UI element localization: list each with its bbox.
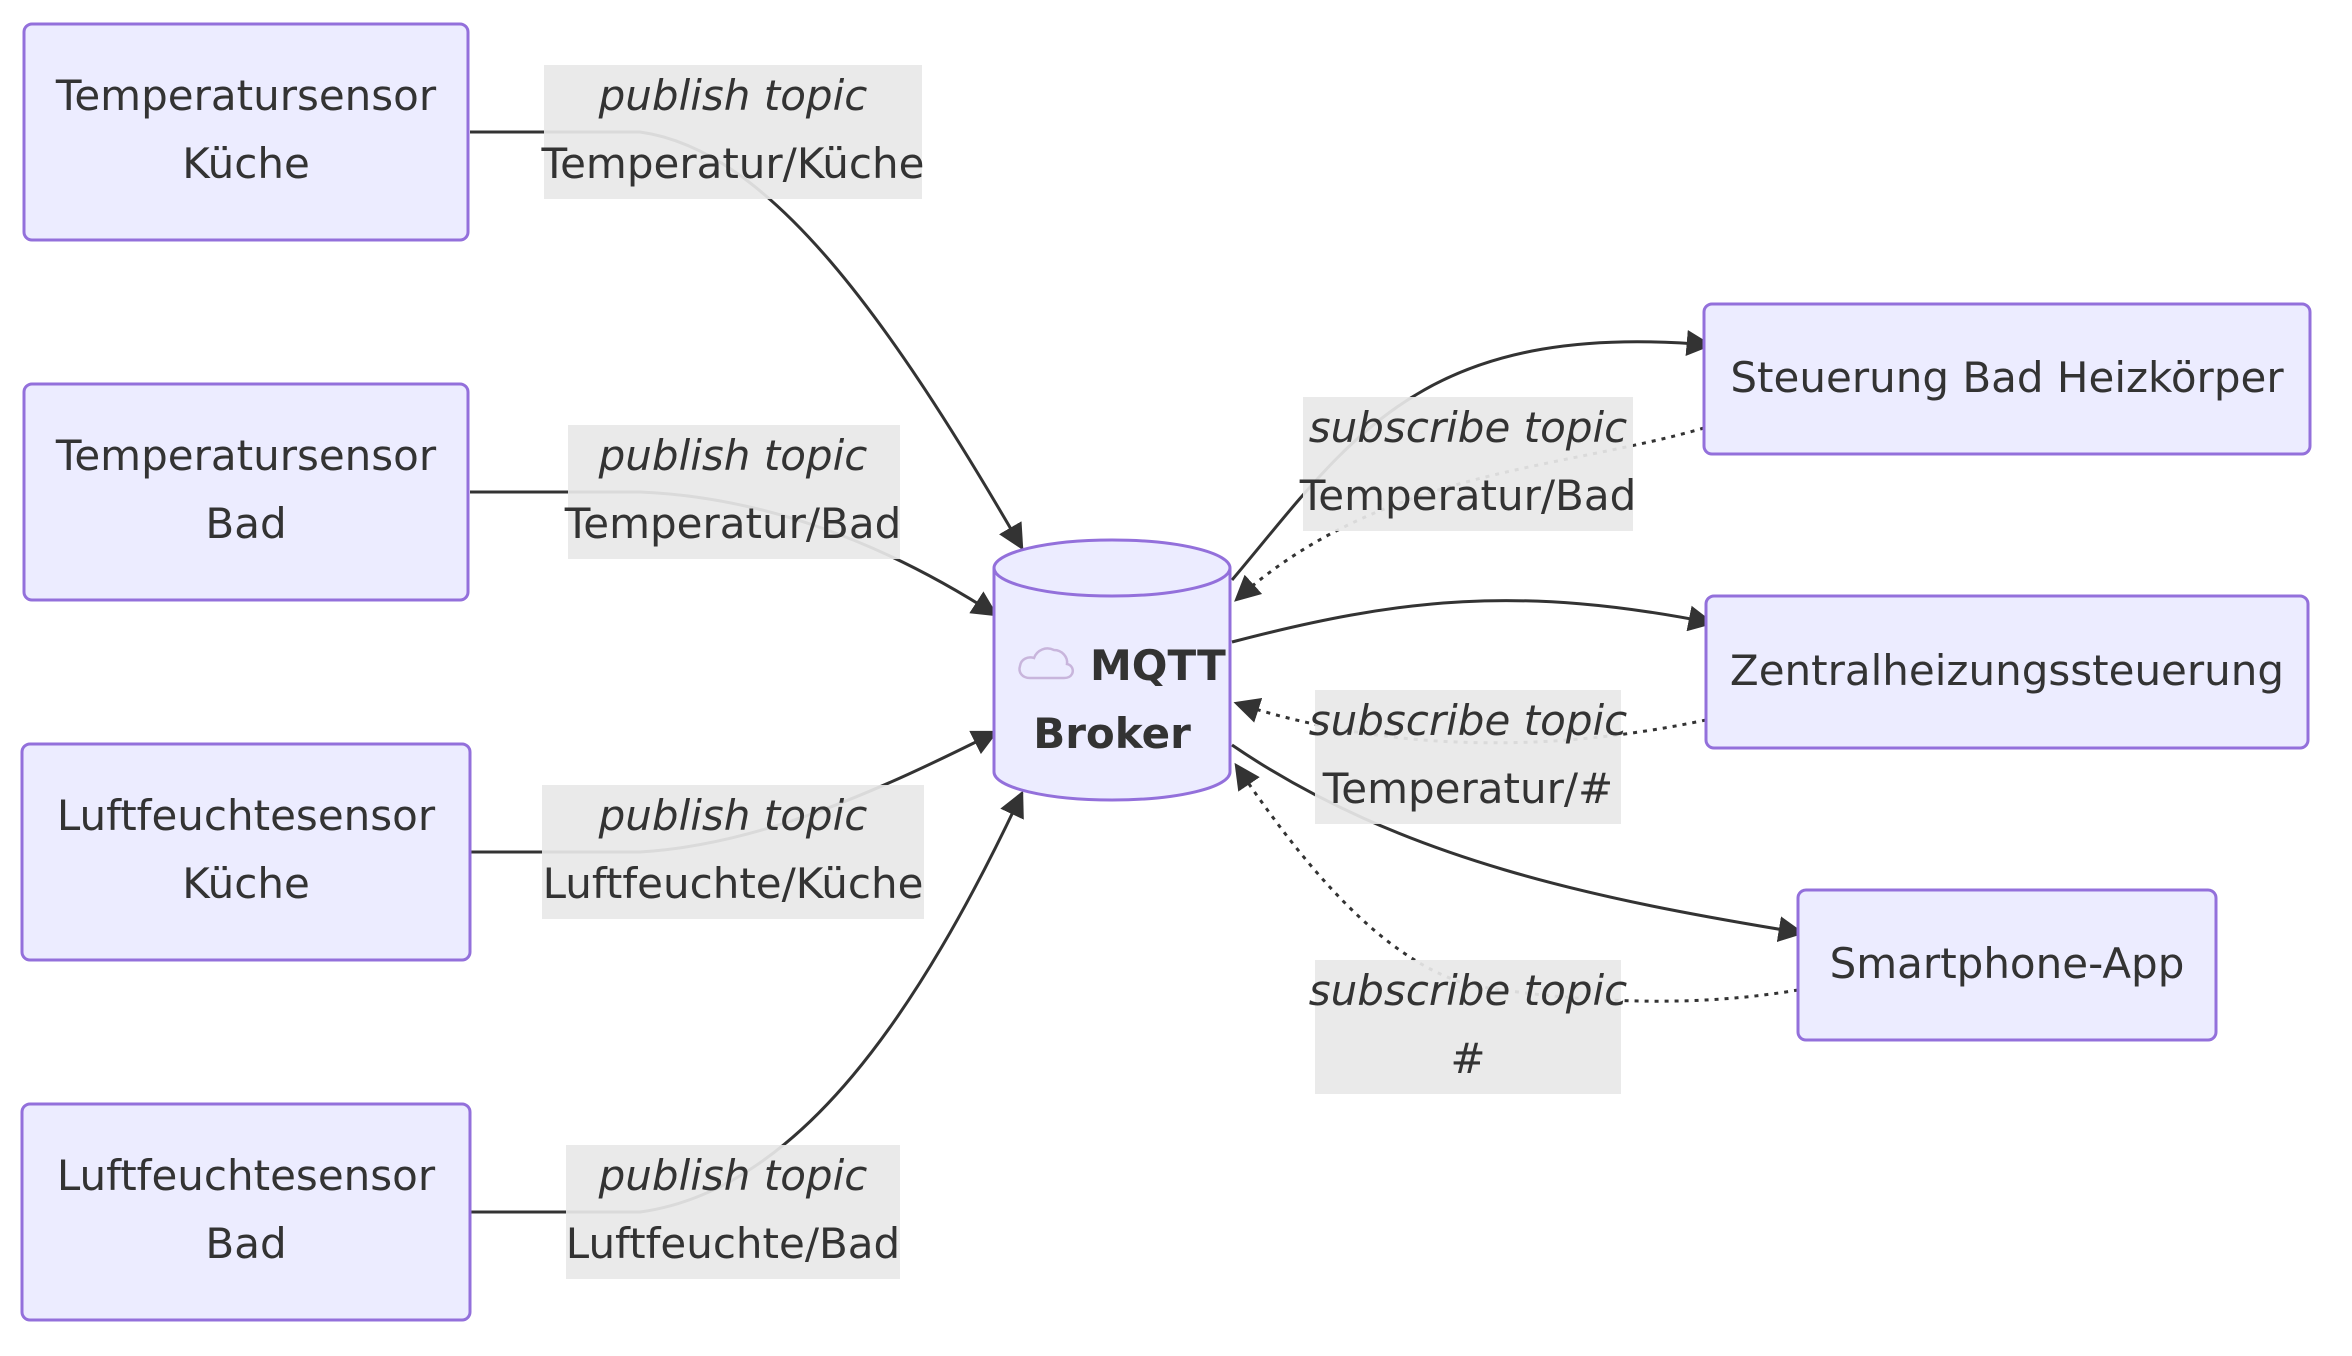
node-smartphone-app[interactable]: Smartphone-App xyxy=(1796,888,2218,1042)
subscribe-label-zentralheizung: subscribe topic Temperatur/# xyxy=(1309,690,1628,824)
publish-label-topic: Luftfeuchte/Küche xyxy=(543,859,924,908)
node-label: Smartphone-App xyxy=(1830,939,2185,988)
node-temperatursensor-bad[interactable]: Temperatursensor Bad xyxy=(22,382,470,602)
subscribe-label-topic: # xyxy=(1450,1034,1485,1083)
publish-label-title: publish topic xyxy=(598,71,868,120)
publish-label-topic: Luftfeuchte/Bad xyxy=(566,1219,900,1268)
node-label-line1: Luftfeuchtesensor xyxy=(57,791,436,840)
publish-label-title: publish topic xyxy=(598,1151,868,1200)
subscribe-label-topic: Temperatur/Bad xyxy=(1299,471,1637,520)
broker-label-line1: MQTT xyxy=(1090,641,1226,690)
publish-label-feuchte-kueche: publish topic Luftfeuchte/Küche xyxy=(542,785,924,919)
broker-label-line2: Broker xyxy=(1033,709,1191,758)
publish-label-title: publish topic xyxy=(598,791,868,840)
node-label-line1: Temperatursensor xyxy=(55,71,437,120)
node-label-line2: Bad xyxy=(205,499,286,548)
edge-broker-to-zentralheizung xyxy=(1231,599,1715,644)
subscribe-label-topic: Temperatur/# xyxy=(1322,764,1613,813)
node-luftfeuchtesensor-kueche[interactable]: Luftfeuchtesensor Küche xyxy=(20,742,472,962)
subscribe-label-title: subscribe topic xyxy=(1309,403,1628,452)
edge-broker-to-smartphone xyxy=(1231,743,1805,943)
node-label-line2: Küche xyxy=(182,139,310,188)
node-luftfeuchtesensor-bad[interactable]: Luftfeuchtesensor Bad xyxy=(20,1102,472,1322)
node-label-line1: Luftfeuchtesensor xyxy=(57,1151,436,1200)
publish-label-temp-kueche: publish topic Temperatur/Küche xyxy=(541,65,925,199)
subscribe-label-title: subscribe topic xyxy=(1309,966,1628,1015)
publish-label-feuchte-bad: publish topic Luftfeuchte/Bad xyxy=(566,1145,900,1279)
edge-subscribe-zentralheizung xyxy=(1233,697,1707,745)
publish-label-topic: Temperatur/Bad xyxy=(564,499,902,548)
edge-subscribe-smartphone xyxy=(1234,762,1799,1003)
cloud-icon xyxy=(1018,647,1075,680)
subscribe-label-heizkoerper: subscribe topic Temperatur/Bad xyxy=(1299,397,1637,531)
node-label: Zentralheizungssteuerung xyxy=(1730,646,2284,695)
node-label-line2: Küche xyxy=(182,859,310,908)
subscribe-label-smartphone: subscribe topic # xyxy=(1309,960,1628,1094)
node-label: Steuerung Bad Heizkörper xyxy=(1730,353,2284,402)
node-temperatursensor-kueche[interactable]: Temperatursensor Küche xyxy=(22,22,470,242)
node-label-line2: Bad xyxy=(205,1219,286,1268)
node-mqtt-broker[interactable]: MQTT Broker xyxy=(992,538,1232,802)
edge-subscribe-heizkoerper xyxy=(1234,426,1705,602)
publish-label-temp-bad: publish topic Temperatur/Bad xyxy=(564,425,902,559)
node-zentralheizungssteuerung[interactable]: Zentralheizungssteuerung xyxy=(1704,594,2310,750)
node-steuerung-bad-heizkoerper[interactable]: Steuerung Bad Heizkörper xyxy=(1702,302,2312,456)
publish-label-topic: Temperatur/Küche xyxy=(541,139,925,188)
subscribe-label-title: subscribe topic xyxy=(1309,696,1628,745)
node-label-line1: Temperatursensor xyxy=(55,431,437,480)
publish-label-title: publish topic xyxy=(598,431,868,480)
